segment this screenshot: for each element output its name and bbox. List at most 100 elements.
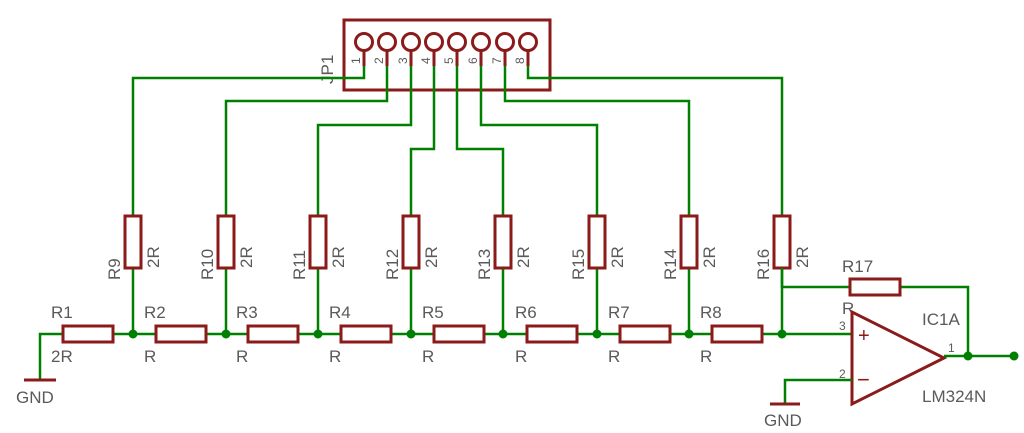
connector-pin-number-7: 7 [490,57,504,64]
resistor-r13-ref: R13 [475,249,494,280]
resistor-r3-value: R [236,347,248,366]
junction-node-4 [406,329,416,339]
resistor-r16-body [772,214,792,270]
wire-pin8 [526,66,784,216]
connector-body [342,18,552,92]
wire-inv-ground [783,378,852,404]
resistor-r9-value: 2R [144,246,163,268]
connector-pin-5 [447,32,467,52]
wire-pin7 [503,66,691,216]
junction-node-8 [777,329,787,339]
resistor-r11-body [308,214,328,270]
resistor-r4-body [339,324,393,344]
connector-pin-number-4: 4 [419,57,433,64]
resistor-r4-ref: R4 [329,303,351,322]
connector-pin-number-1: 1 [349,57,363,64]
wire-feedback-in [780,268,850,289]
resistor-r2-value: R [144,347,156,366]
ladder-network: GND R1 2R R2R R3R R4R R5R R6R R7R R8R [16,303,852,407]
connector-pin-8 [518,32,538,52]
opamp-pin-noninv: 3 [839,319,846,333]
resistor-r9-body [123,214,143,270]
resistor-r13-value: 2R [514,246,533,268]
resistor-r16-ref: R16 [754,249,773,280]
ground-label-left: GND [16,388,54,407]
connector-pin-4 [424,32,444,52]
resistor-r2-ref: R2 [144,303,166,322]
connector-pin-1 [354,32,374,52]
output-terminal [1009,351,1019,361]
ladder-resistors: R1 2R R2R R3R R4R R5R R6R R7R R8R [51,303,764,366]
wire-pin5 [455,66,505,216]
connector-pin-3 [401,32,421,52]
bus-wires [131,66,784,216]
resistor-r15-body [587,214,607,270]
resistor-r6-ref: R6 [515,303,537,322]
resistor-r12-body [401,214,421,270]
resistor-r5-body [432,324,486,344]
resistor-r12-ref: R12 [383,249,402,280]
resistor-r14-body [679,214,699,270]
resistor-r7-body [618,324,672,344]
resistor-r5-value: R [422,347,434,366]
resistor-r10-value: 2R [237,246,256,268]
junction-node-1 [128,329,138,339]
junction-node-3 [313,329,323,339]
connector-pin-number-8: 8 [513,57,527,64]
resistor-r5-ref: R5 [422,303,444,322]
resistor-r15-ref: R15 [569,249,588,280]
wire-pin6 [479,66,599,216]
junction-node-5 [498,329,508,339]
leg-resistors: R9 2R R10 2R R11 2R R12 2R R13 2R R15 2R R14 2R R16 2R [105,214,812,334]
resistor-r9-ref: R9 [105,258,124,280]
resistor-r13-body [493,214,513,270]
resistor-r4-value: R [329,347,341,366]
connector-pin-6 [471,32,491,52]
resistor-r1-ref: R1 [51,303,73,322]
resistor-r6-value: R [515,347,527,366]
connector-pin-2 [377,32,397,52]
resistor-r11-value: 2R [329,246,348,268]
resistor-r8-value: R [700,347,712,366]
resistor-r10-ref: R10 [198,249,217,280]
wire-pin1 [131,66,366,216]
connector-pin-7 [495,32,515,52]
opamp-part: LM324N [922,387,986,406]
resistor-r10-body [216,214,236,270]
resistor-r7-ref: R7 [608,303,630,322]
resistor-r6-body [525,324,579,344]
connector-pin-number-6: 6 [466,57,480,64]
ground-label-right: GND [764,411,802,430]
resistor-r14-value: 2R [700,246,719,268]
resistor-r16-value: 2R [793,246,812,268]
opamp-ref: IC1A [922,310,960,329]
resistor-r7-value: R [608,347,620,366]
opamp-pin-inv: 2 [839,367,846,381]
junction-node-7 [684,329,694,339]
resistor-r3-ref: R3 [236,303,258,322]
connector-pin-number-5: 5 [442,57,456,64]
resistor-r12-value: 2R [422,246,441,268]
resistor-r11-ref: R11 [290,250,309,280]
resistor-r3-body [246,324,300,344]
wire-pin4 [409,66,436,216]
resistor-r8-ref: R8 [700,303,722,322]
resistor-r1-value: 2R [51,347,73,366]
opamp-triangle [850,309,948,407]
feedback-network: R17 R [780,257,970,356]
wire-feedback-out [900,285,970,356]
resistor-r14-ref: R14 [661,249,680,280]
opamp-ic1a: + − 3 2 1 IC1A LM324N GND [764,309,1019,430]
resistor-r15-value: 2R [608,246,627,268]
opamp-minus-sign: − [857,367,870,392]
wire-pin3 [316,66,413,216]
junction-node-2 [221,329,231,339]
opamp-plus-sign: + [858,325,870,347]
resistor-r1-body [61,324,115,344]
wire-pin2 [224,66,389,216]
resistor-r8-body [710,324,764,344]
connector-pin-number-3: 3 [396,57,410,64]
